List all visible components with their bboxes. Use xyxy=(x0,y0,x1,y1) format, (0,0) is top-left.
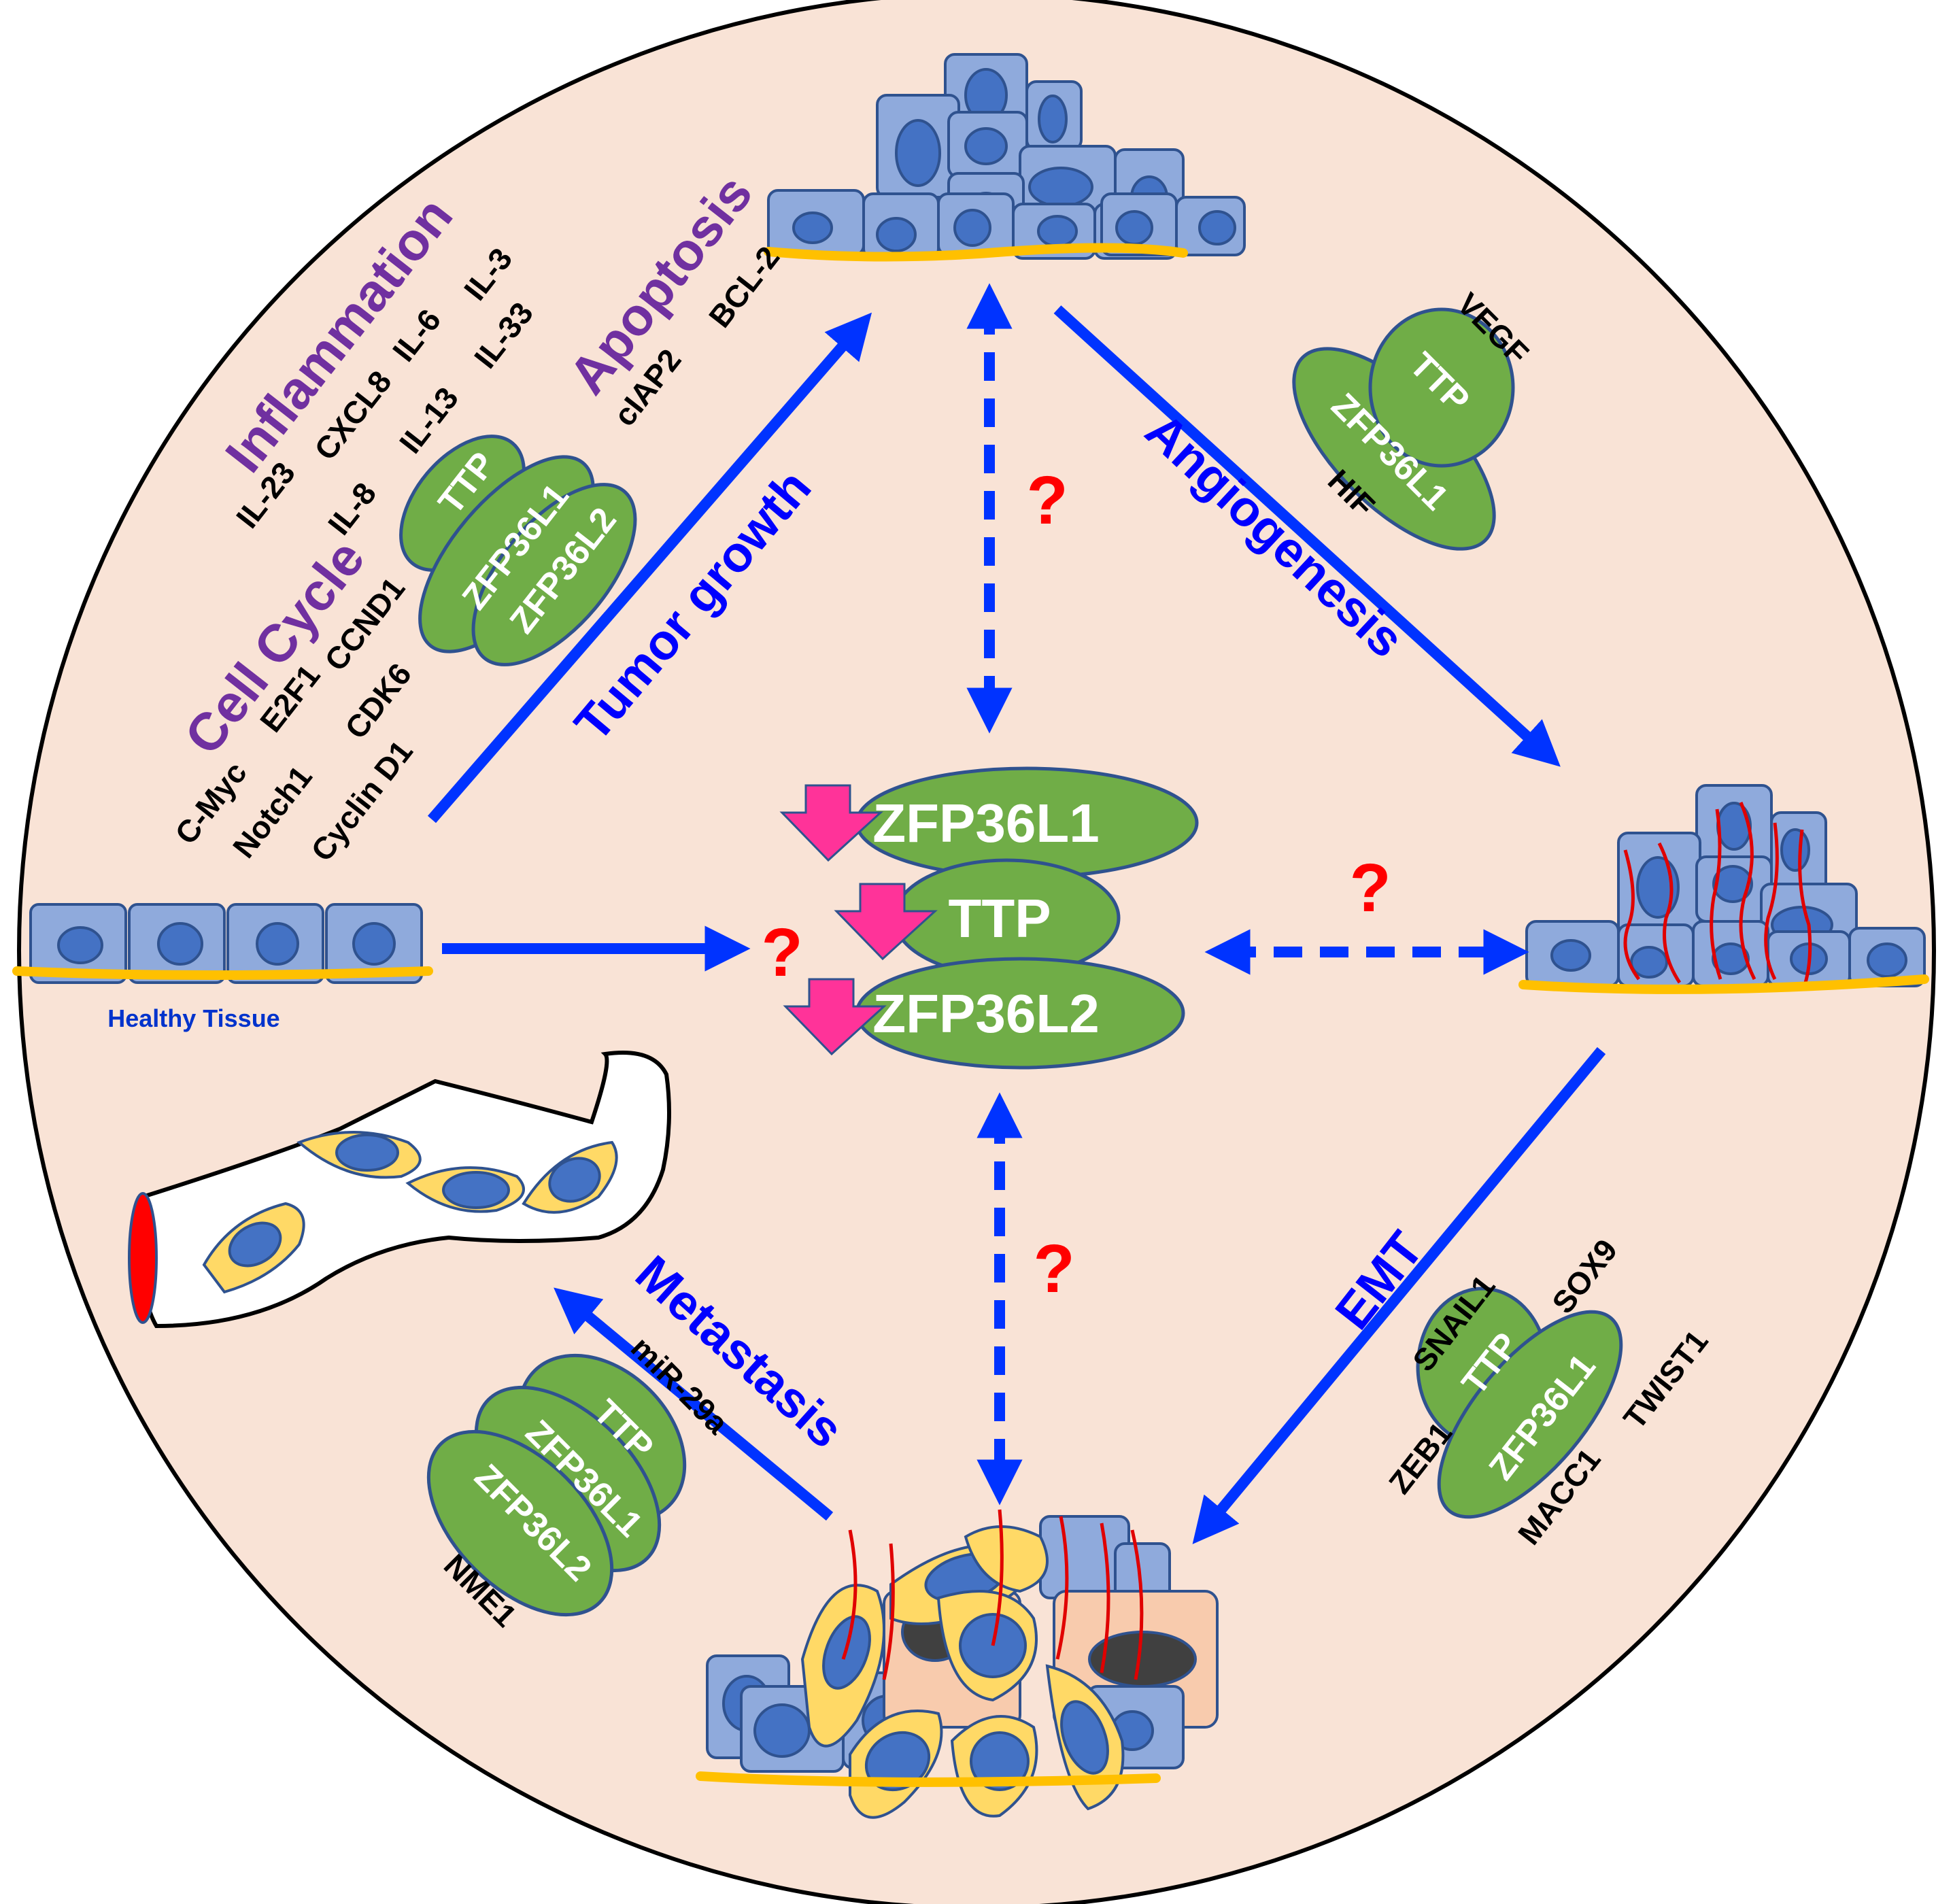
arrow-metastasis xyxy=(554,1287,834,1521)
arrow-emt xyxy=(1192,1047,1606,1544)
question-mark-left: ? xyxy=(761,915,802,991)
question-mark-right: ? xyxy=(1349,850,1391,926)
healthy-tissue xyxy=(12,903,433,984)
center-zfp36l1-label: ZFP36L1 xyxy=(872,793,1099,853)
down-arrow-icon-zfp36l1 xyxy=(779,784,883,862)
question-mark-bottom: ? xyxy=(1033,1231,1074,1307)
center-ttp-label: TTP xyxy=(948,888,1051,949)
arrow-tumor-growth xyxy=(427,312,872,823)
healthy-tissue-label: Healthy Tissue xyxy=(107,1004,279,1032)
center-zfp36l2-label: ZFP36L2 xyxy=(872,983,1099,1044)
down-arrow-icon-ttp xyxy=(834,883,938,961)
metastatic-tumor xyxy=(696,1509,1219,1819)
down-arrow-icon-zfp36l2 xyxy=(783,978,887,1056)
arrow-angiogenesis xyxy=(1053,305,1561,767)
tumor-tissue-top xyxy=(764,53,1246,262)
blood-vessel xyxy=(128,1051,671,1329)
vascularized-tumor xyxy=(1518,784,1929,994)
question-mark-top: ? xyxy=(1026,462,1068,539)
center-complex: ZFP36L1 TTP ZFP36L2 xyxy=(779,766,1199,1070)
